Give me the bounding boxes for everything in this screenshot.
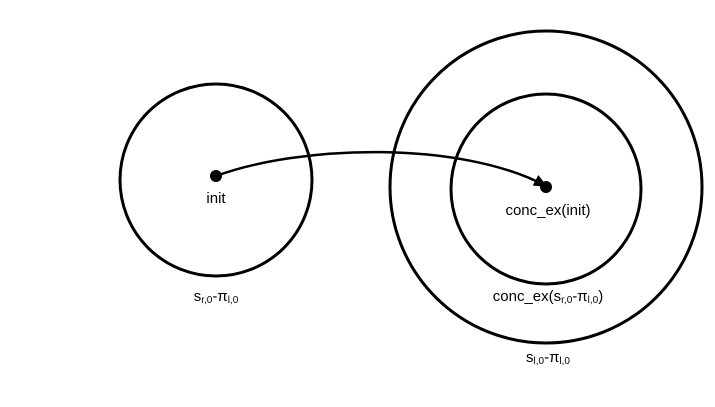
left-set-op: π [217,288,227,305]
inner-set-base-sub: r,0 [561,295,573,306]
left-set-label: sr,0-πl,0 [194,288,239,306]
init-node-dot [210,170,222,182]
conc-init-label: conc_ex(init) [505,202,590,219]
left-set-base: s [194,288,202,305]
inner-set-suffix: ) [598,288,603,305]
outer-set-sep: - [544,349,549,366]
inner-set-circle [449,92,643,286]
left-set-op-sub: l,0 [228,295,239,306]
inner-set-label: conc_ex(sr,0-πl,0) [493,288,603,306]
outer-set-circle [388,29,704,345]
left-set-base-sub: r,0 [201,295,213,306]
outer-set-op: π [549,349,559,366]
inner-set-op: π [577,288,587,305]
outer-set-op-sub: l,0 [559,356,570,367]
inner-set-op-sub: l,0 [588,295,599,306]
outer-set-label: sl,0-πl,0 [526,349,570,367]
outer-set-base-sub: l,0 [534,356,545,367]
init-label: init [206,190,226,207]
conc-init-node-dot [540,181,552,193]
edge-init-to-conc [215,150,548,188]
left-set-sep: - [212,288,217,305]
left-set-circle [118,82,314,278]
inner-set-base: s [554,288,562,305]
inner-set-prefix: conc_ex( [493,288,554,305]
outer-set-base: s [526,349,534,366]
inner-set-sep: - [572,288,577,305]
